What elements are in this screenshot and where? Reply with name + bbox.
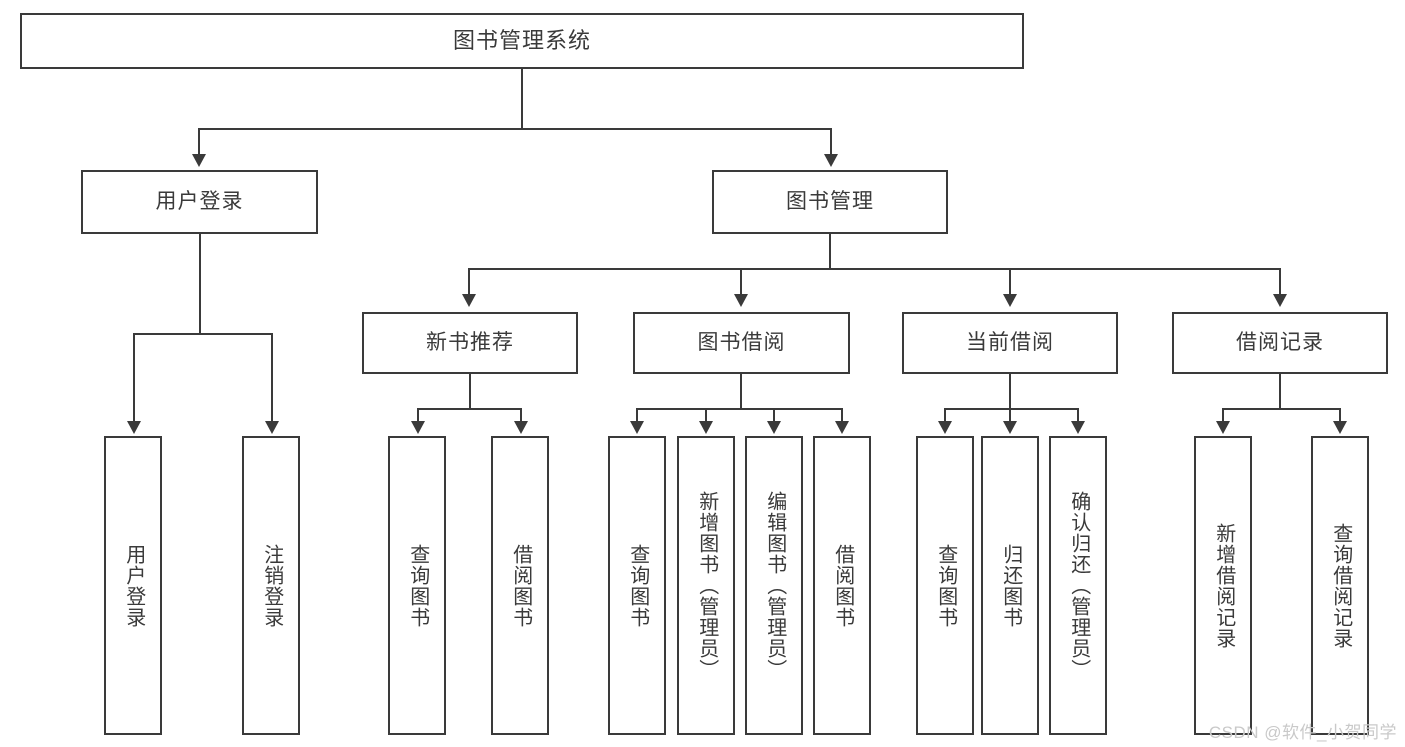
connector-new-book-recommend-stem [469,374,471,409]
leaf-add-book[interactable]: 新增图书（管理员） [677,436,735,735]
connector-bb-drop-2 [705,408,707,424]
leaf-query-book-2[interactable]: 查询图书 [608,436,666,735]
connector-to-book-manage [830,128,832,156]
arrowhead-leaf-user-login [127,421,141,434]
leaf-confirm-return[interactable]: 确认归还（管理员） [1049,436,1107,735]
connector-current-borrow-bus [944,408,1079,410]
node-new-book-recommend[interactable]: 新书推荐 [362,312,578,374]
arrowhead-book-manage [824,154,838,167]
leaf-borrow-book-1[interactable]: 借阅图书 [491,436,549,735]
arrowhead-book-borrow [734,294,748,307]
connector-nbr-drop-2 [520,408,522,424]
node-label: 图书管理 [786,189,874,213]
connector-level3-bus [468,268,1280,270]
node-root-book-management-system[interactable]: 图书管理系统 [20,13,1024,69]
connector-user-login-bus [133,333,273,335]
arrowhead-leaf-return-book [1003,421,1017,434]
connector-current-borrow-stem [1009,374,1011,409]
node-label: 查询图书 [626,543,649,628]
arrowhead-leaf-add-book [699,421,713,434]
connector-br-drop-1 [1222,408,1224,424]
connector-bb-drop-3 [773,408,775,424]
node-label: 借阅图书 [509,543,532,628]
connector-book-borrow-bus [636,408,843,410]
connector-to-borrow-record [1279,268,1281,296]
connector-new-book-recommend-bus [417,408,522,410]
node-label: 图书管理系统 [452,28,591,54]
connector-to-user-login [198,128,200,156]
arrowhead-current-borrow [1003,294,1017,307]
arrowhead-borrow-record [1273,294,1287,307]
connector-cb-drop-1 [944,408,946,424]
connector-cb-drop-2 [1009,408,1011,424]
leaf-edit-book[interactable]: 编辑图书（管理员） [745,436,803,735]
arrowhead-leaf-logout-login [265,421,279,434]
connector-bb-drop-1 [636,408,638,424]
arrowhead-leaf-query-book-3 [938,421,952,434]
node-label: 新增图书（管理员） [695,491,718,680]
connector-to-book-borrow [740,268,742,296]
arrowhead-leaf-confirm-return [1071,421,1085,434]
node-user-login[interactable]: 用户登录 [81,170,318,234]
node-label: 当前借阅 [966,330,1054,354]
arrowhead-leaf-query-book-1 [411,421,425,434]
node-book-manage[interactable]: 图书管理 [712,170,948,234]
node-label: 注销登录 [260,543,283,628]
node-label: 用户登录 [155,189,244,213]
connector-borrow-record-bus [1222,408,1341,410]
node-label: 图书借阅 [697,330,786,354]
arrowhead-leaf-borrow-book-1 [514,421,528,434]
connector-root-stem [521,69,523,129]
connector-user-login-drop-2 [271,333,273,423]
connector-to-new-book-recommend [468,268,470,296]
leaf-logout-login[interactable]: 注销登录 [242,436,300,735]
node-label: 归还图书 [999,543,1022,628]
node-label: 编辑图书（管理员） [763,491,786,680]
node-label: 确认归还（管理员） [1067,491,1090,680]
node-label: 新增借阅记录 [1212,522,1235,649]
leaf-query-record[interactable]: 查询借阅记录 [1311,436,1369,735]
leaf-return-book[interactable]: 归还图书 [981,436,1039,735]
node-borrow-record[interactable]: 借阅记录 [1172,312,1388,374]
arrowhead-new-book-recommend [462,294,476,307]
node-label: 查询图书 [934,543,957,628]
node-label: 借阅记录 [1236,330,1324,354]
node-label: 新书推荐 [426,330,514,354]
leaf-query-book-1[interactable]: 查询图书 [388,436,446,735]
leaf-borrow-book-2[interactable]: 借阅图书 [813,436,871,735]
connector-borrow-record-stem [1279,374,1281,409]
node-label: 借阅图书 [831,543,854,628]
connector-book-manage-stem [829,234,831,269]
node-label: 用户登录 [122,543,145,628]
arrowhead-user-login [192,154,206,167]
connector-bb-drop-4 [841,408,843,424]
connector-to-current-borrow [1009,268,1011,296]
arrowhead-leaf-borrow-book-2 [835,421,849,434]
connector-level2-bus [198,128,832,130]
connector-br-drop-2 [1339,408,1341,424]
connector-user-login-stem [199,234,201,334]
node-book-borrow[interactable]: 图书借阅 [633,312,850,374]
node-label: 查询借阅记录 [1329,522,1352,649]
arrowhead-leaf-edit-book [767,421,781,434]
leaf-user-login[interactable]: 用户登录 [104,436,162,735]
arrowhead-leaf-add-record [1216,421,1230,434]
node-current-borrow[interactable]: 当前借阅 [902,312,1118,374]
connector-nbr-drop-1 [417,408,419,424]
arrowhead-leaf-query-book-2 [630,421,644,434]
connector-book-borrow-stem [740,374,742,409]
leaf-add-record[interactable]: 新增借阅记录 [1194,436,1252,735]
connector-user-login-drop-1 [133,333,135,423]
node-label: 查询图书 [406,543,429,628]
leaf-query-book-3[interactable]: 查询图书 [916,436,974,735]
connector-cb-drop-3 [1077,408,1079,424]
arrowhead-leaf-query-record [1333,421,1347,434]
